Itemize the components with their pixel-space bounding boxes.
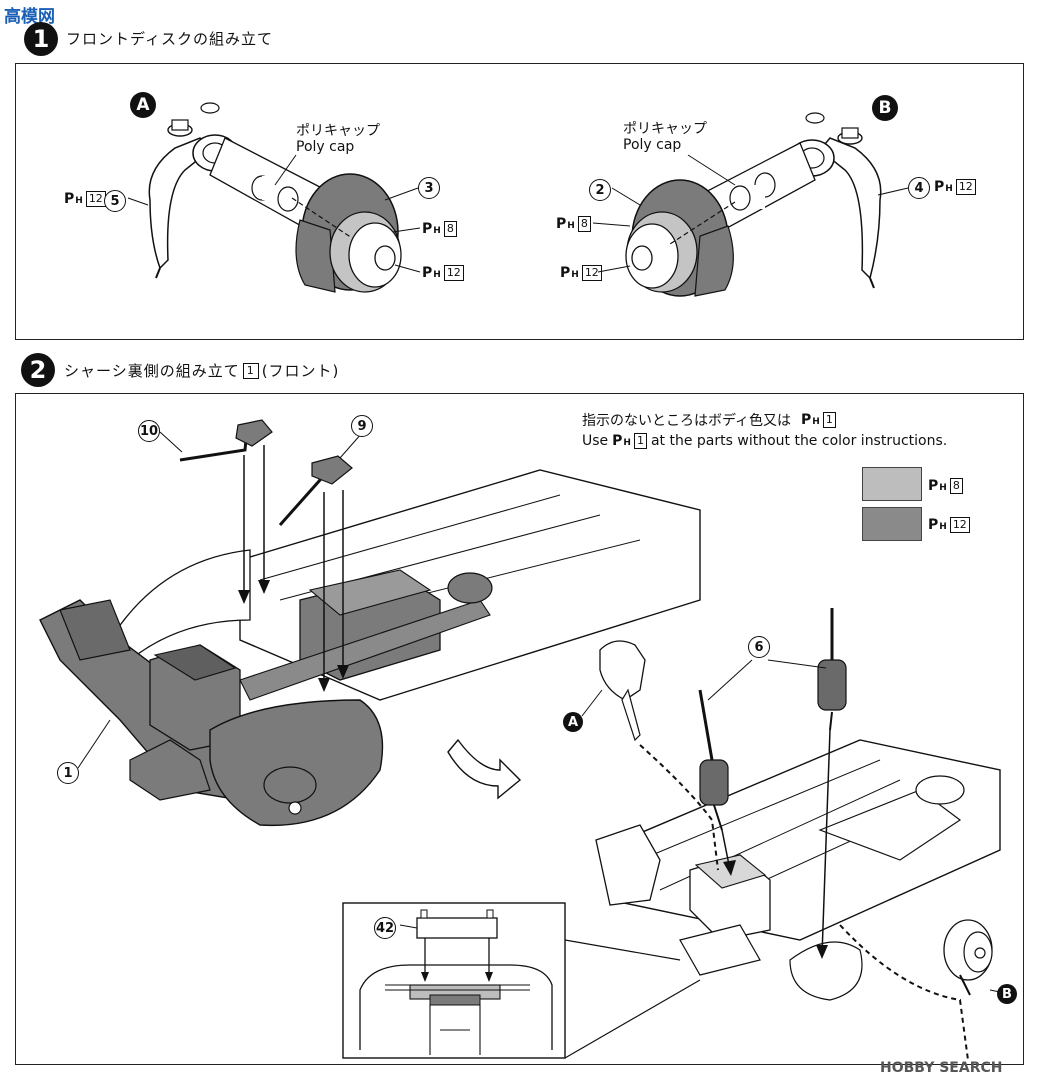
polycap-label-b-jp: ポリキャップ <box>623 121 707 137</box>
watermark-hobby-search: HOBBY SEARCH <box>880 1060 1003 1076</box>
polycap-label-a-en: Poly cap <box>296 139 355 155</box>
step-2-badge: 2 <box>21 353 55 387</box>
part-1: 1 <box>57 762 79 784</box>
marker-a-icon: A <box>130 92 156 118</box>
step-1-badge: 1 <box>24 22 58 56</box>
step-2-title-box: 1 <box>242 362 259 379</box>
step-2-title-text: シャーシ裏側の組み立て <box>64 362 240 380</box>
legend-swatch-light <box>862 467 922 501</box>
polycap-label-b-en: Poly cap <box>623 137 682 153</box>
legend-swatch-dark <box>862 507 922 541</box>
polycap-label-a-jp: ポリキャップ <box>296 123 380 139</box>
step-1-panel <box>15 63 1024 340</box>
part-4: 4 <box>908 177 930 199</box>
color-note-en-suffix: at the parts without the color instructi… <box>650 433 948 449</box>
part-6: 6 <box>748 636 770 658</box>
part-3: 3 <box>418 177 440 199</box>
marker-b-icon: B <box>997 984 1017 1004</box>
part-2: 2 <box>589 179 611 201</box>
color-note-en-prefix: Use <box>582 433 609 449</box>
part-9: 9 <box>351 415 373 437</box>
part-42: 42 <box>374 917 396 939</box>
marker-b-icon: B <box>872 95 898 121</box>
marker-a-icon: A <box>563 712 583 732</box>
step-2-title-suffix: (フロント) <box>261 362 340 380</box>
part-5: 5 <box>104 190 126 212</box>
step-2-title: シャーシ裏側の組み立て 1 (フロント) <box>64 360 339 381</box>
color-note-jp-text: 指示のないところはボディ色又は <box>582 413 792 429</box>
part-10: 10 <box>138 420 160 442</box>
step-1-title: フロントディスクの組み立て <box>66 30 273 48</box>
